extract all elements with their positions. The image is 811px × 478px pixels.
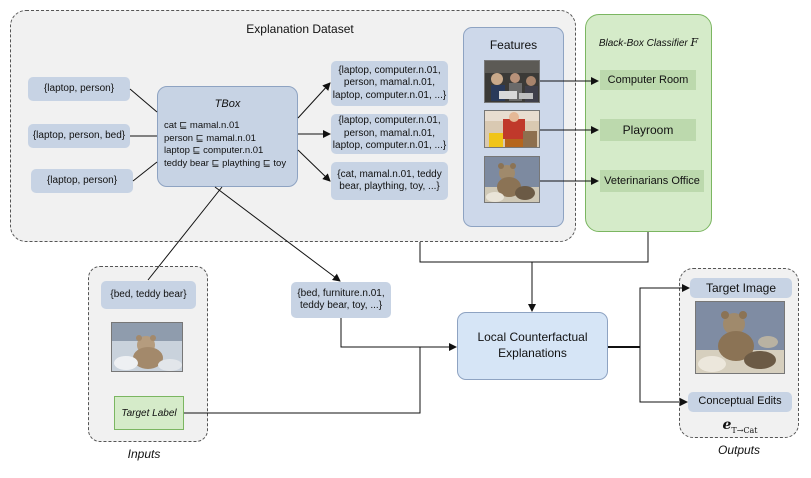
outputs-caption: Outputs [717, 443, 761, 457]
edge-left1-tbox [129, 88, 158, 113]
tbox-line: laptop ⊑ computer.n.01 [164, 145, 264, 156]
right-set-2: {laptop, computer.n.01, person, mamal.n.… [331, 114, 448, 154]
right-set-3: {cat, mamal.n.01, teddy bear, plaything,… [331, 162, 448, 200]
target-image-photo [695, 301, 785, 374]
input-set: {bed, teddy bear} [101, 281, 196, 309]
input-concept-set-line: {bed, furniture.n.01, [297, 287, 385, 299]
edge-tbox-right1 [297, 82, 331, 119]
edge-lce-conceptual-edits [639, 347, 688, 406]
explanation-dataset-title: Explanation Dataset [246, 22, 354, 36]
classifier-title-text: Black-Box Classifier [598, 38, 688, 49]
edge-tbox-inputs [147, 186, 223, 281]
left-set-2: {laptop, person, bed} [28, 124, 130, 148]
target-label-box: Target Label [114, 396, 184, 430]
right-set-1-line: laptop, computer.n.01, ...} [332, 89, 447, 101]
classifier-label-veterinarians-office: Veterinarians Office [600, 170, 704, 192]
edge-classifier-lce [532, 232, 649, 263]
tbox-line: cat ⊑ mamal.n.01 [164, 120, 240, 131]
classifier-label-playroom: Playroom [600, 119, 696, 141]
teddy-bear-photo [484, 156, 540, 203]
left-set-3: {laptop, person} [31, 169, 133, 193]
lce-line: Local Counterfactual [477, 330, 588, 345]
tbox-box [157, 86, 298, 187]
edge-tbox-middle [214, 186, 341, 282]
right-set-2-line: person, mamal.n.01, [343, 127, 436, 139]
input-photo [111, 322, 183, 372]
inputs-caption: Inputs [127, 447, 161, 461]
lce-line: Explanations [498, 346, 567, 360]
target-image-label: Target Image [690, 278, 792, 298]
right-set-1: {laptop, computer.n.01, person, mamal.n.… [331, 61, 448, 106]
features-title: Features [489, 38, 538, 52]
right-set-1-line: person, mamal.n.01, [343, 77, 436, 89]
tbox-line: person ⊑ mamal.n.01 [164, 132, 256, 144]
computer-room-photo [484, 60, 540, 103]
edge-middle-lce [340, 318, 457, 351]
right-set-3-line: bear, plaything, toy, ...} [339, 181, 440, 192]
left-set-1: {laptop, person} [28, 77, 130, 101]
classifier-title: Black-Box Classifier F [585, 36, 712, 49]
tbox-line: teddy bear ⊑ plaything ⊑ toy [164, 157, 287, 169]
edge-target-lce [184, 347, 421, 414]
input-concept-set: {bed, furniture.n.01, teddy bear, toy, .… [291, 282, 391, 318]
edge-dataset-lce [419, 242, 536, 312]
input-concept-set-line: teddy bear, toy, ...} [299, 300, 383, 311]
edge-left3-tbox [132, 161, 158, 182]
right-set-3-line: {cat, mamal.n.01, teddy [337, 168, 442, 180]
conceptual-edits-label: Conceptual Edits [688, 392, 792, 412]
right-set-2-line: laptop, computer.n.01, ...} [332, 140, 447, 152]
edit-formula-subscript: T→Cat [731, 426, 758, 436]
right-set-2-line: {laptop, computer.n.01, [338, 115, 441, 127]
right-set-1-line: {laptop, computer.n.01, [338, 64, 441, 76]
edge-tbox-right3 [297, 149, 331, 182]
edit-formula: eT→Cat [688, 414, 792, 435]
classifier-symbol: F [690, 36, 699, 49]
edit-formula-symbol: e [722, 417, 732, 433]
playroom-photo [484, 110, 540, 148]
lce-box: Local Counterfactual Explanations [457, 312, 608, 380]
edge-lce-target-image [639, 284, 690, 347]
classifier-label-computer-room: Computer Room [600, 70, 696, 90]
tbox-title: TBox [214, 98, 241, 110]
tbox-axioms: cat ⊑ mamal.n.01 person ⊑ mamal.n.01 lap… [164, 120, 298, 170]
